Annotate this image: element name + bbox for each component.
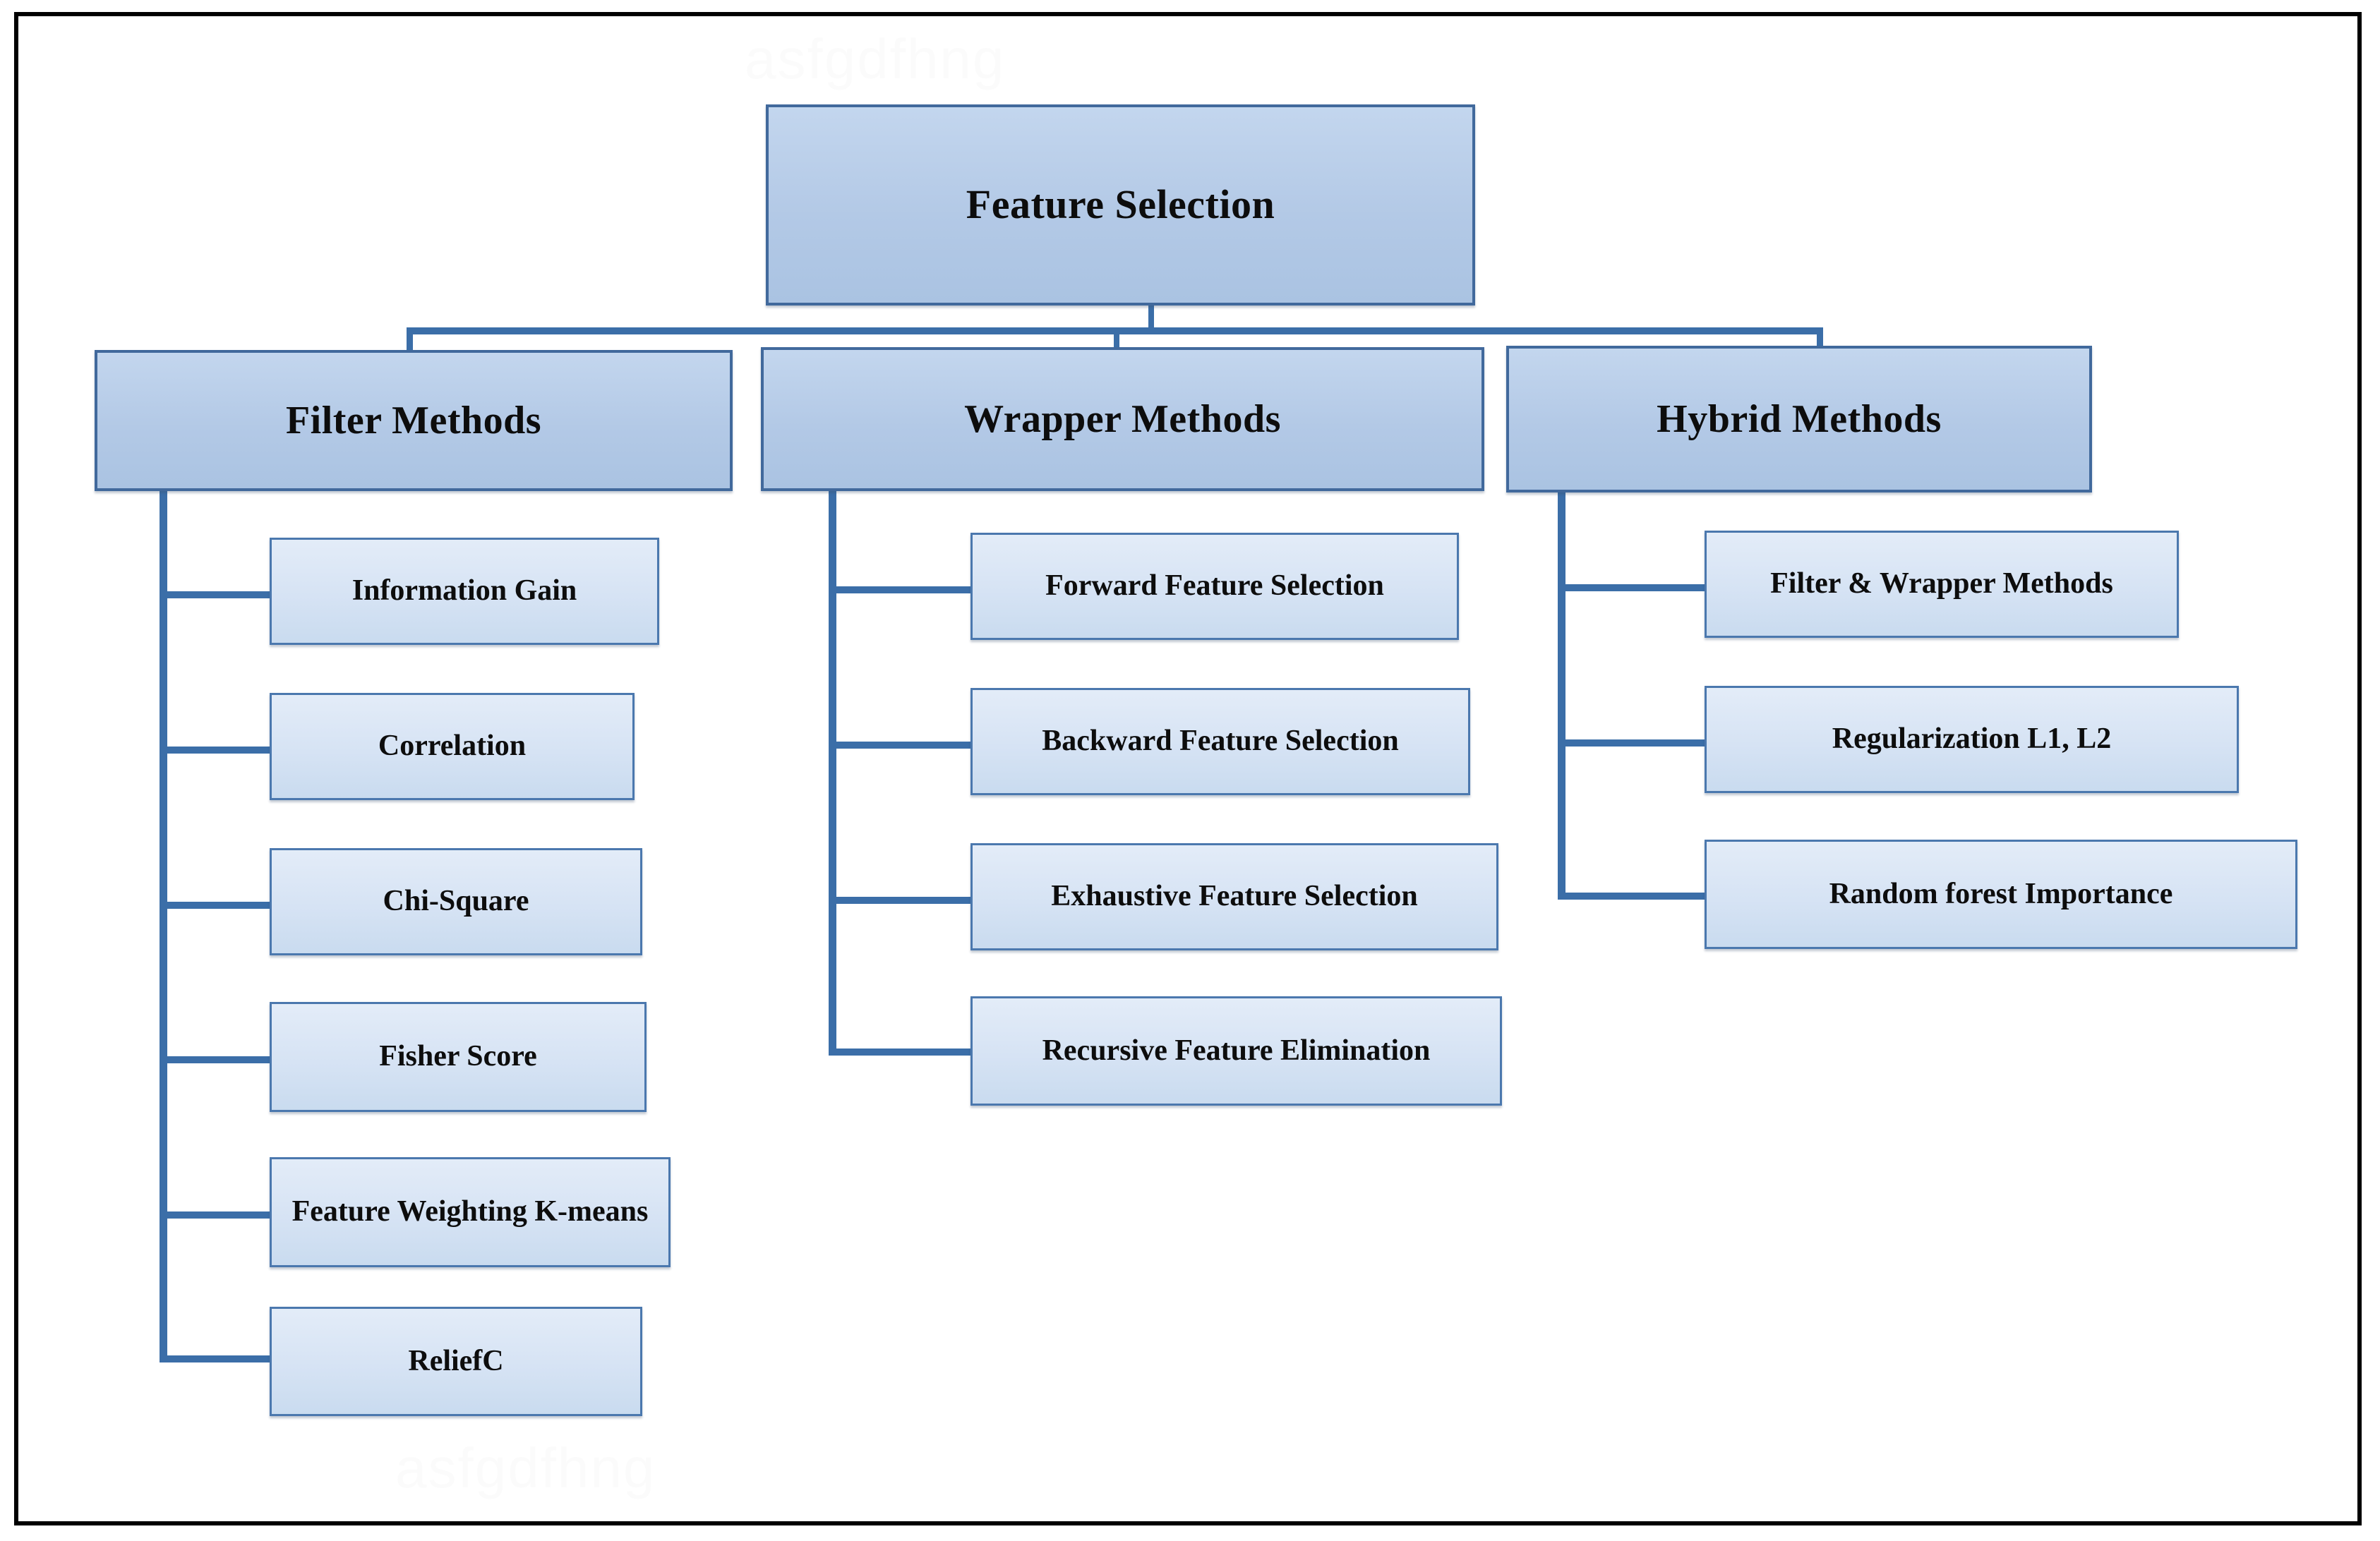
- node-forward-feature-selection[interactable]: Forward Feature Selection: [970, 533, 1459, 640]
- node-label: Regularization L1, L2: [1832, 723, 2112, 756]
- node-label: Feature Selection: [966, 181, 1275, 228]
- node-label: Exhaustive Feature Selection: [1051, 880, 1418, 913]
- node-label: Chi-Square: [383, 885, 529, 918]
- node-hybrid-methods[interactable]: Hybrid Methods: [1506, 346, 2092, 492]
- node-fisher-score[interactable]: Fisher Score: [270, 1002, 647, 1112]
- connector-drop-hybrid: [1817, 327, 1823, 353]
- watermark-bottom: asfgdfhng: [395, 1437, 656, 1499]
- node-label: Correlation: [378, 730, 527, 763]
- node-wrapper-methods[interactable]: Wrapper Methods: [761, 347, 1484, 491]
- connector-root-stem: [1148, 303, 1154, 333]
- node-label: Backward Feature Selection: [1042, 725, 1399, 758]
- node-recursive-feature-elimination[interactable]: Recursive Feature Elimination: [970, 996, 1502, 1106]
- connector-elbow-hybrid-3: [1558, 893, 1707, 900]
- node-chi-square[interactable]: Chi-Square: [270, 848, 642, 955]
- node-label: Hybrid Methods: [1657, 397, 1942, 441]
- node-filter-wrapper-methods[interactable]: Filter & Wrapper Methods: [1705, 531, 2179, 638]
- node-label: Forward Feature Selection: [1045, 569, 1384, 603]
- node-feature-weighting-k-means[interactable]: Feature Weighting K-means: [270, 1157, 671, 1267]
- node-label: Random forest Importance: [1829, 877, 2173, 910]
- watermark-top: asfgdfhng: [745, 28, 1006, 90]
- connector-elbow-wrapper-2: [829, 742, 973, 749]
- node-label: Information Gain: [351, 574, 577, 608]
- node-random-forest-importance[interactable]: Random forest Importance: [1705, 840, 2297, 949]
- node-regularization-l1-l2[interactable]: Regularization L1, L2: [1705, 686, 2239, 793]
- connector-elbow-hybrid-1: [1558, 584, 1707, 591]
- node-reliefc[interactable]: ReliefC: [270, 1307, 642, 1416]
- node-filter-methods[interactable]: Filter Methods: [95, 350, 733, 491]
- node-label: Recursive Feature Elimination: [1042, 1034, 1431, 1067]
- node-correlation[interactable]: Correlation: [270, 693, 635, 800]
- connector-trunk-wrapper: [829, 487, 836, 1055]
- node-label: Feature Weighting K-means: [292, 1195, 649, 1228]
- node-label: Filter & Wrapper Methods: [1770, 567, 2113, 600]
- connector-elbow-filter-2: [160, 747, 272, 754]
- connector-elbow-filter-4: [160, 1056, 272, 1063]
- connector-elbow-filter-3: [160, 902, 272, 909]
- connector-trunk-hybrid: [1558, 487, 1565, 900]
- node-backward-feature-selection[interactable]: Backward Feature Selection: [970, 688, 1470, 795]
- connector-elbow-filter-6: [160, 1355, 272, 1362]
- node-exhaustive-feature-selection[interactable]: Exhaustive Feature Selection: [970, 843, 1498, 950]
- connector-elbow-filter-5: [160, 1211, 272, 1219]
- node-label: ReliefC: [408, 1344, 504, 1377]
- connector-elbow-filter-1: [160, 591, 272, 598]
- connector-elbow-wrapper-1: [829, 586, 973, 593]
- connector-elbow-hybrid-2: [1558, 739, 1707, 747]
- node-information-gain[interactable]: Information Gain: [270, 538, 659, 645]
- node-label: Wrapper Methods: [964, 397, 1281, 441]
- connector-drop-wrapper: [1114, 327, 1119, 353]
- connector-trunk-filter: [160, 487, 167, 1362]
- node-label: Fisher Score: [379, 1040, 537, 1073]
- connector-elbow-wrapper-4: [829, 1049, 973, 1056]
- connector-drop-filter: [407, 327, 413, 353]
- connector-elbow-wrapper-3: [829, 897, 973, 904]
- node-label: Filter Methods: [285, 398, 542, 442]
- node-feature-selection[interactable]: Feature Selection: [766, 104, 1475, 306]
